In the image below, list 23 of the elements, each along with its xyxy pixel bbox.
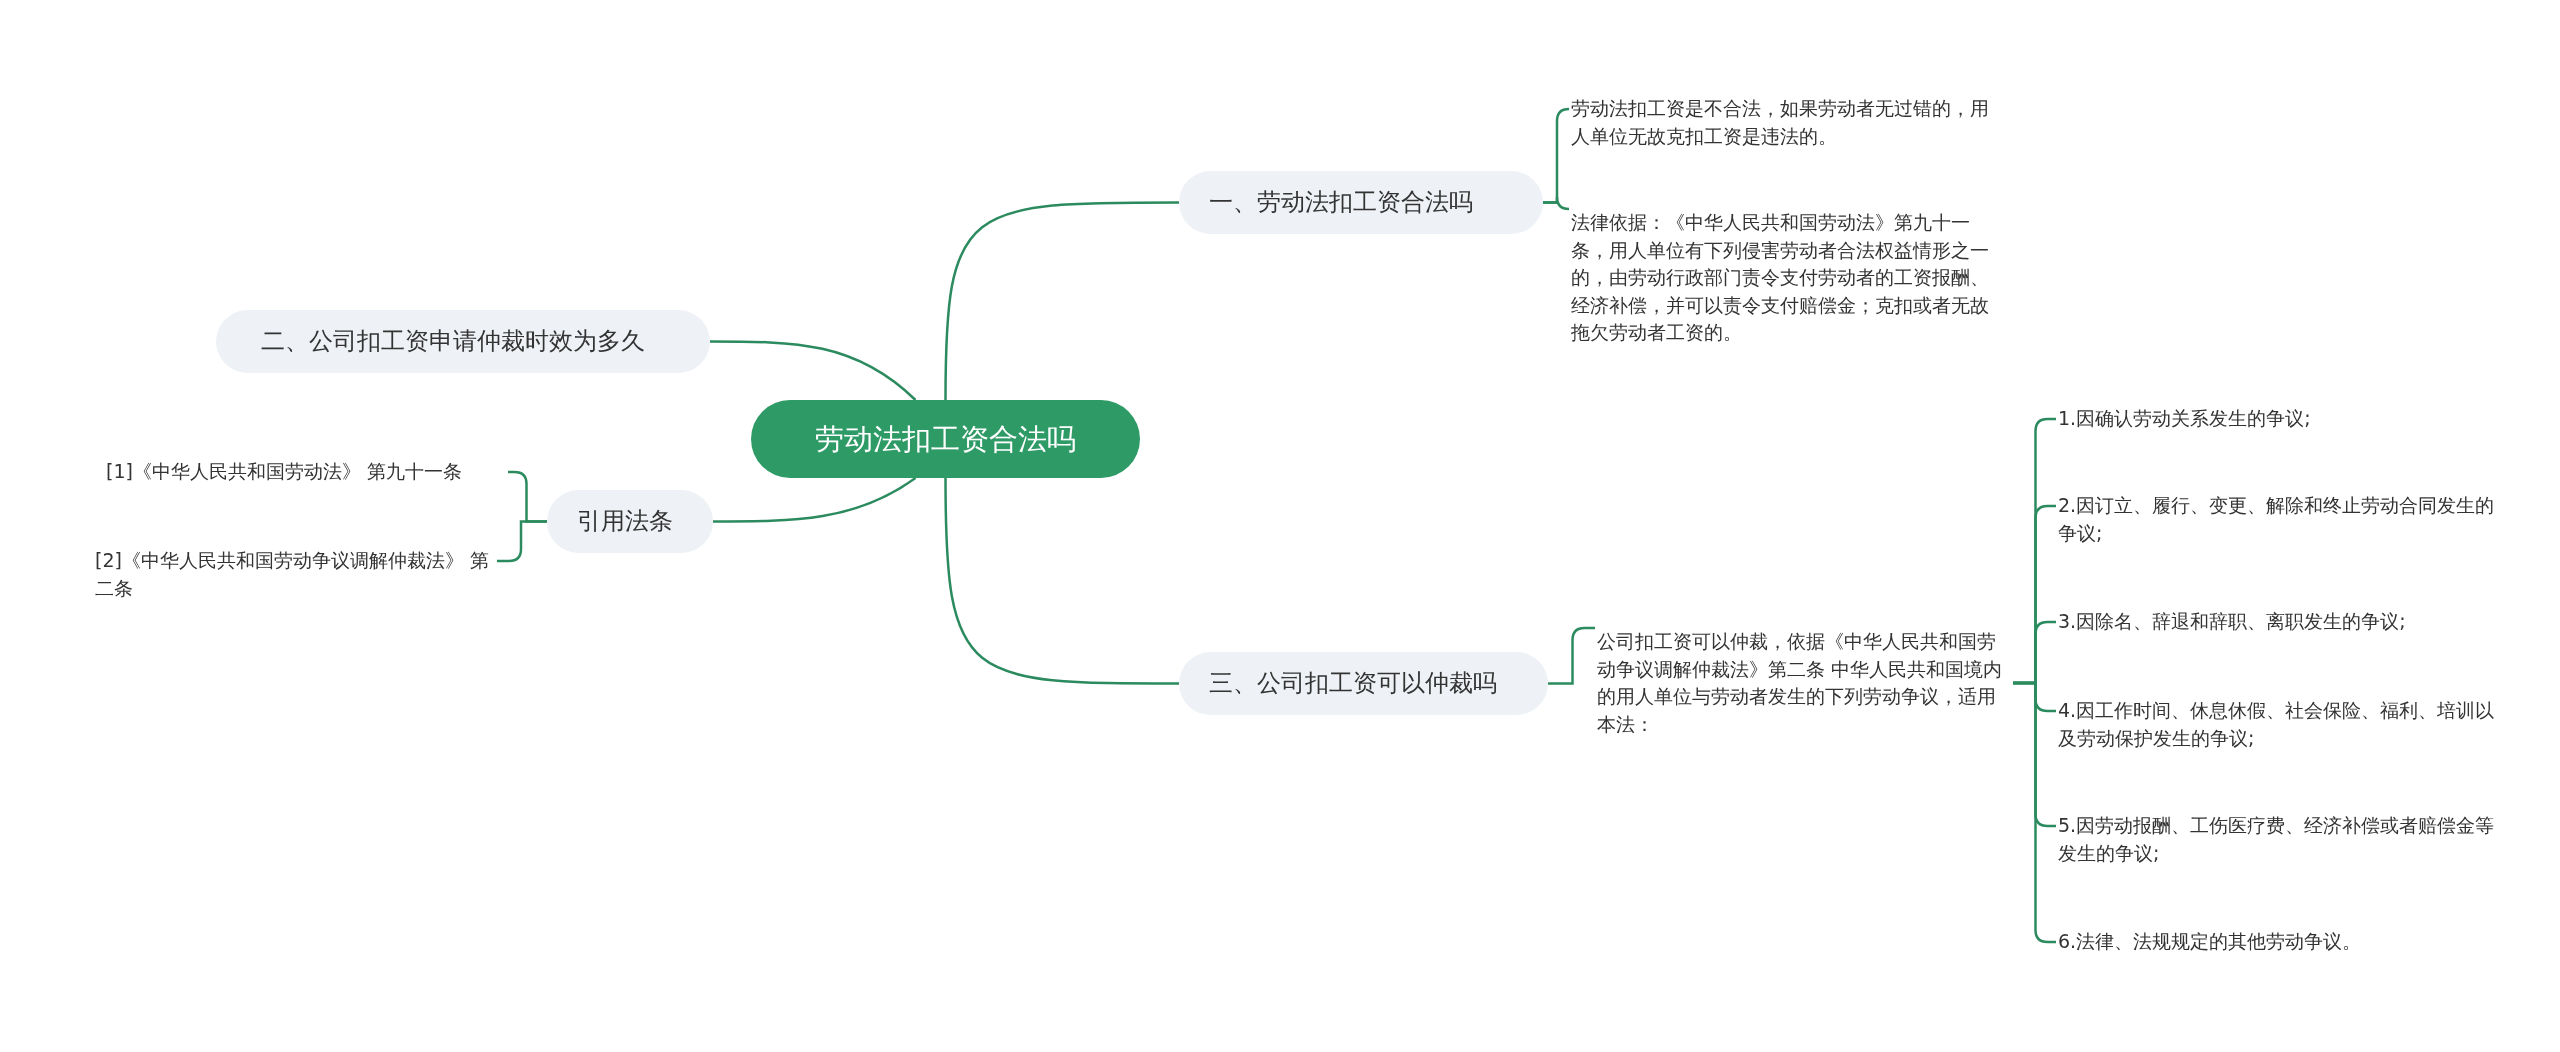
topic-pill: 三、公司扣工资可以仲裁吗 [1179,652,1548,715]
topic-pill: 一、劳动法扣工资合法吗 [1179,171,1543,234]
connector-line [1548,626,1595,685]
connector-line [1543,195,1571,211]
connector-line [713,476,917,523]
topic-pill: 引用法条 [547,490,713,553]
note-text: 法律依据：《中华人民共和国劳动法》第九十一条，用人单位有下列侵害劳动者合法权益情形之一的，由劳动行政部门责令支付劳动者的工资报酬、经济补偿，并可以责令支付赔偿金；克扣或者无故拖欠劳动者工资的。 [1571,209,1991,347]
connector-line [497,520,547,563]
note-text: 1.因确认劳动关系发生的争议; [2058,405,2498,433]
connector-line [710,340,917,401]
central-topic: 劳动法扣工资合法吗 [751,400,1140,478]
note-text: 5.因劳动报酬、工伤医疗费、经济补偿或者赔偿金等发生的争议; [2058,812,2498,868]
note-text: 劳动法扣工资是不合法，如果劳动者无过错的，用人单位无故克扣工资是违法的。 [1571,95,1991,151]
connector-line [944,201,1179,400]
note-text: [2]《中华人民共和国劳动争议调解仲裁法》 第二条 [95,547,495,603]
note-text: [1]《中华人民共和国劳动法》 第九十一条 [106,458,506,486]
note-text: 6.法律、法规规定的其他劳动争议。 [2058,928,2498,956]
connector-line [944,478,1179,685]
note-text: 4.因工作时间、休息休假、社会保险、福利、培训以及劳动保护发生的争议; [2058,697,2498,753]
note-text: 公司扣工资可以仲裁，依据《中华人民共和国劳动争议调解仲裁法》第二条 中华人民共和国境内的用人单位与劳动者发生的下列劳动争议，适用本法： [1597,628,2013,739]
note-text: 3.因除名、辞退和辞职、离职发生的争议; [2058,608,2498,636]
note-text: 2.因订立、履行、变更、解除和终止劳动合同发生的争议; [2058,492,2498,548]
topic-pill: 二、公司扣工资申请仲裁时效为多久 [216,310,710,373]
